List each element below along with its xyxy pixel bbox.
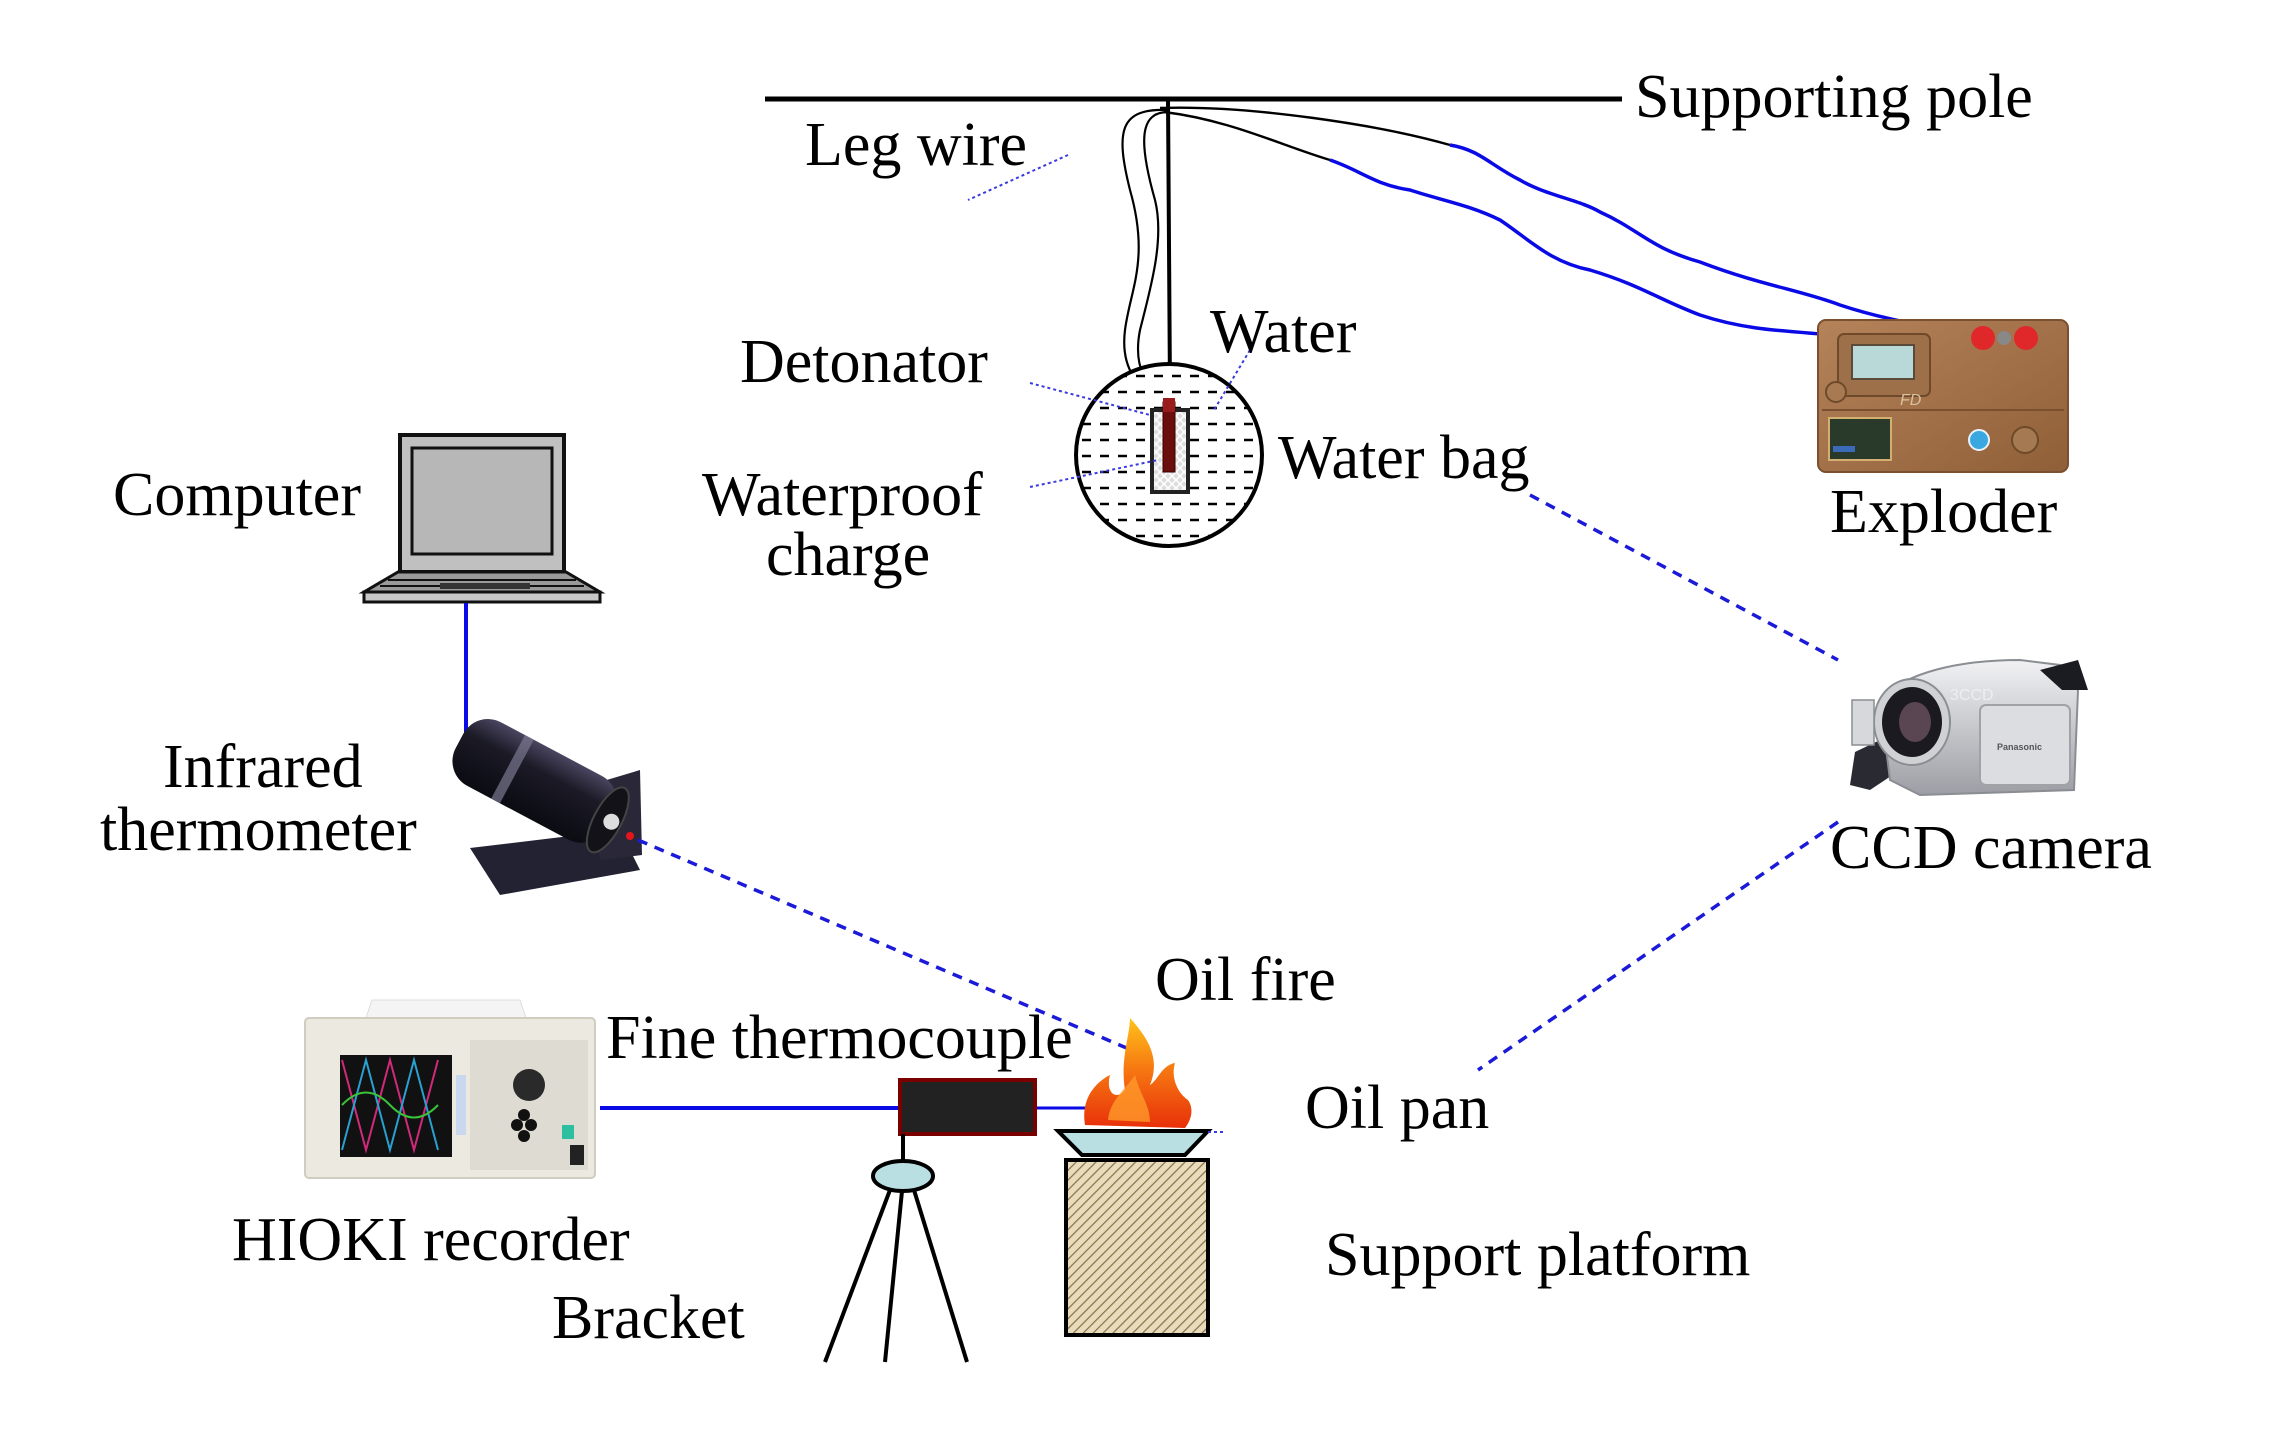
detonator-leader <box>1029 382 1151 416</box>
infrared-thermometer-icon <box>452 719 642 895</box>
exploder-icon: FD <box>1817 319 2069 473</box>
hioki-recorder-label: HIOKI recorder <box>232 1206 630 1274</box>
bracket-label: Bracket <box>552 1284 745 1352</box>
detonator <box>1163 398 1175 412</box>
suspension-wire <box>1166 98 1172 393</box>
supporting-pole-label: Supporting pole <box>1635 63 2033 131</box>
camera-to-oil-pan-sight-line <box>1477 820 1839 1072</box>
exploder-label: Exploder <box>1830 478 2058 546</box>
detonator-label: Detonator <box>740 328 988 396</box>
waterproof-charge-label-line1: Waterproof <box>702 461 983 529</box>
computer-label: Computer <box>113 461 361 529</box>
fine-thermocouple-label: Fine thermocouple <box>606 1004 1073 1072</box>
ccd-camera-icon: 3CCD Panasonic <box>1850 658 2088 797</box>
support-platform <box>1064 1158 1210 1337</box>
leg-wire-label: Leg wire <box>805 111 1027 179</box>
camera-badge: 3CCD <box>1950 687 1994 704</box>
oil-pan-label: Oil pan <box>1305 1074 1489 1142</box>
waterproof-charge-label-line2: charge <box>766 521 930 589</box>
infrared-thermometer-label-line1: Infrared <box>163 733 363 801</box>
thermometer-sight-line <box>637 838 1137 1054</box>
water-leader <box>1213 344 1254 411</box>
water-label: Water <box>1210 298 1357 366</box>
leg-wire-leader <box>967 154 1069 201</box>
waterproof-charge-leader <box>1029 459 1159 488</box>
waterproof-charge <box>1150 401 1190 494</box>
support-platform-label: Support platform <box>1325 1221 1750 1289</box>
thermocouple-box <box>898 1078 1037 1136</box>
camera-brand: Panasonic <box>1997 742 2042 752</box>
oil-pan <box>1053 1129 1213 1157</box>
oil-fire-icon <box>1084 1018 1192 1128</box>
oil-fire-label: Oil fire <box>1155 946 1336 1014</box>
leg-wires <box>1121 106 1451 401</box>
infrared-thermometer-label-line2: thermometer <box>100 796 417 864</box>
hioki-recorder-icon <box>304 999 596 1179</box>
exploder-model-mark: FD <box>1900 392 1922 409</box>
water-bag-label: Water bag <box>1278 424 1529 492</box>
laptop-icon <box>358 433 606 604</box>
camera-to-water-bag-sight-line <box>1529 493 1839 662</box>
ccd-camera-label: CCD camera <box>1830 814 2152 882</box>
bracket-icon <box>823 1134 969 1363</box>
